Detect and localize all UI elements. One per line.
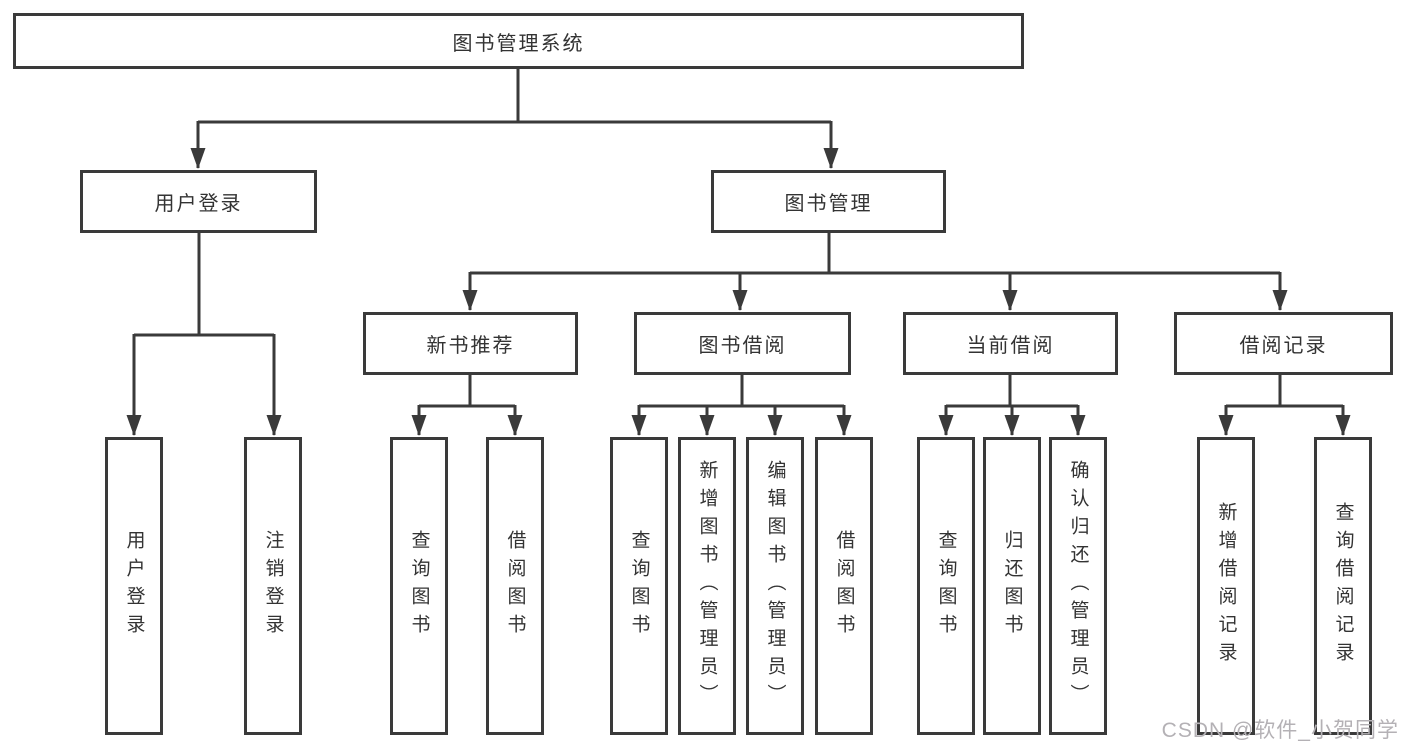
node-root-label: 图书管理系统 [452, 32, 585, 55]
leaf-query-books-1-label: 查询图书 [408, 530, 430, 642]
leaf-edit-books-admin-label: 编辑图书（管理员） [764, 460, 786, 712]
leaf-user-login: 用户登录 [105, 437, 163, 735]
leaf-query-books-2: 查询图书 [610, 437, 668, 735]
leaf-confirm-return-admin: 确认归还（管理员） [1049, 437, 1107, 735]
connector-user-login-to-leaves [126, 233, 282, 436]
connector-borrowing-records-to-leaves [1218, 375, 1351, 436]
connector-book-management-to-level3 [462, 233, 1288, 311]
connector-new-book-recommend-to-leaves [411, 375, 523, 436]
watermark: CSDN @软件_小贺同学 [1161, 719, 1399, 742]
node-borrowing-records: 借阅记录 [1174, 312, 1393, 375]
leaf-borrow-books-2-label: 借阅图书 [833, 530, 855, 642]
leaf-add-books-admin-label: 新增图书（管理员） [696, 460, 718, 712]
leaf-query-borrow-record: 查询借阅记录 [1314, 437, 1372, 735]
leaf-query-borrow-record-label: 查询借阅记录 [1332, 502, 1354, 670]
leaf-query-books-3: 查询图书 [917, 437, 975, 735]
node-book-borrowing: 图书借阅 [634, 312, 851, 375]
leaf-query-books-1: 查询图书 [390, 437, 448, 735]
leaf-logout-label: 注销登录 [262, 530, 284, 642]
node-user-login-label: 用户登录 [154, 193, 243, 215]
node-book-management: 图书管理 [711, 170, 946, 233]
leaf-user-login-label: 用户登录 [123, 530, 145, 642]
node-user-login: 用户登录 [80, 170, 317, 233]
node-borrowing-records-label: 借阅记录 [1239, 335, 1328, 357]
node-current-borrowing-label: 当前借阅 [966, 335, 1055, 357]
leaf-logout: 注销登录 [244, 437, 302, 735]
connector-current-borrowing-to-leaves [938, 375, 1086, 436]
node-new-book-recommend: 新书推荐 [363, 312, 578, 375]
node-book-borrowing-label: 图书借阅 [698, 335, 787, 357]
leaf-query-books-2-label: 查询图书 [628, 530, 650, 642]
leaf-return-books: 归还图书 [983, 437, 1041, 735]
connector-root-to-level2 [190, 69, 839, 169]
node-current-borrowing: 当前借阅 [903, 312, 1118, 375]
leaf-confirm-return-admin-label: 确认归还（管理员） [1067, 460, 1089, 712]
leaf-add-borrow-record-label: 新增借阅记录 [1215, 502, 1237, 670]
leaf-borrow-books-2: 借阅图书 [815, 437, 873, 735]
leaf-add-books-admin: 新增图书（管理员） [678, 437, 736, 735]
leaf-add-borrow-record: 新增借阅记录 [1197, 437, 1255, 735]
leaf-return-books-label: 归还图书 [1001, 530, 1023, 642]
node-book-management-label: 图书管理 [784, 193, 873, 215]
leaf-borrow-books-1: 借阅图书 [486, 437, 544, 735]
node-new-book-recommend-label: 新书推荐 [426, 335, 515, 357]
leaf-borrow-books-1-label: 借阅图书 [504, 530, 526, 642]
leaf-query-books-3-label: 查询图书 [935, 530, 957, 642]
node-root: 图书管理系统 [13, 13, 1024, 69]
connector-book-borrowing-to-leaves [631, 375, 852, 436]
leaf-edit-books-admin: 编辑图书（管理员） [746, 437, 804, 735]
